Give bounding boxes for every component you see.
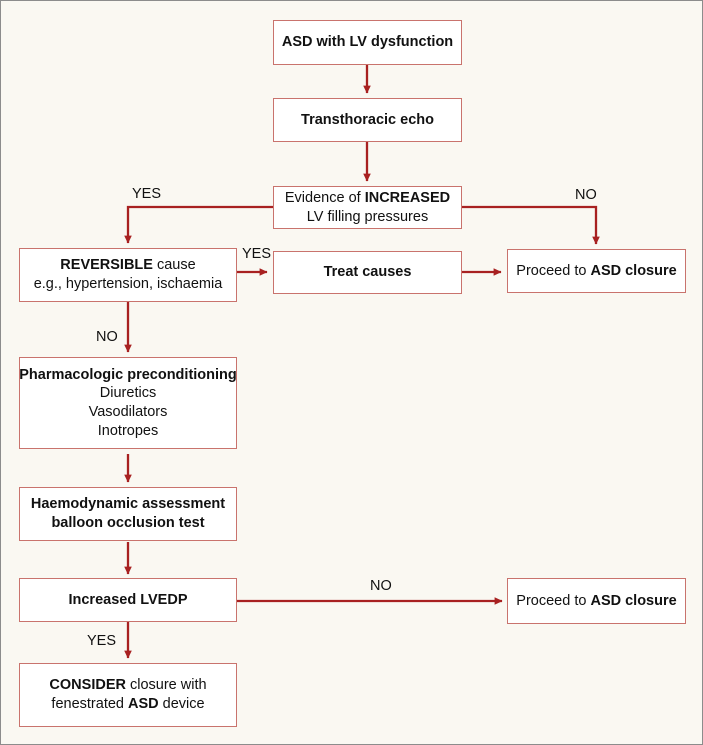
- node-haemodynamic-assessment[interactable]: Haemodynamic assessment balloon occlusio…: [19, 487, 237, 541]
- node-proceed-to-asd-closure-bottom[interactable]: Proceed to ASD closure: [507, 578, 686, 624]
- edge-label-no-filling-right: NO: [575, 187, 597, 203]
- node-line: CONSIDER closure with: [49, 677, 207, 694]
- node-treat-causes[interactable]: Treat causes: [273, 251, 462, 294]
- node-line: Evidence of INCREASED: [284, 189, 451, 206]
- node-line: Pharmacologic preconditioning: [19, 366, 237, 383]
- node-asd-with-lv-dysfunction[interactable]: ASD with LV dysfunction: [273, 20, 462, 65]
- edge-label-yes-filling-left: YES: [132, 186, 162, 202]
- edge-evidence-no: [462, 205, 600, 245]
- edge-label-no-reversible-down: NO: [96, 329, 118, 345]
- node-line: ASD with LV dysfunction: [281, 34, 454, 51]
- node-transthoracic-echo[interactable]: Transthoracic echo: [273, 98, 462, 142]
- node-line: e.g., hypertension, ischaemia: [33, 276, 223, 292]
- node-line: Haemodynamic assessment: [30, 496, 226, 513]
- node-increased-lvedp[interactable]: Increased LVEDP: [19, 578, 237, 622]
- node-line: Inotropes: [97, 422, 159, 439]
- node-line: Treat causes: [323, 264, 412, 281]
- node-line: fenestrated ASD device: [51, 696, 205, 712]
- node-proceed-to-asd-closure-top[interactable]: Proceed to ASD closure: [507, 249, 686, 293]
- edge-label-yes-reversible-right: YES: [242, 246, 272, 262]
- edge-evidence-yes: [124, 205, 273, 244]
- edge-label-no-lvedp-right: NO: [370, 578, 392, 594]
- node-reversible-cause[interactable]: REVERSIBLE cause e.g., hypertension, isc…: [19, 248, 237, 302]
- node-pharmacologic-preconditioning[interactable]: Pharmacologic preconditioning Diuretics …: [19, 357, 237, 449]
- node-line: balloon occlusion test: [51, 515, 205, 531]
- edge-label-yes-lvedp-down: YES: [87, 633, 117, 649]
- node-consider-fenestrated-asd-device[interactable]: CONSIDER closure with fenestrated ASD de…: [19, 663, 237, 727]
- node-line: Vasodilators: [88, 404, 168, 420]
- node-line: LV filling pressures: [306, 208, 429, 225]
- node-line: Transthoracic echo: [301, 111, 434, 128]
- node-line: Proceed to ASD closure: [516, 262, 677, 279]
- node-line: Diuretics: [99, 385, 157, 402]
- node-line: REVERSIBLE cause: [60, 257, 196, 274]
- node-line: Increased LVEDP: [68, 591, 188, 608]
- node-evidence-increased-lv-filling-pressures[interactable]: Evidence of INCREASED LV filling pressur…: [273, 186, 462, 229]
- node-line: Proceed to ASD closure: [516, 592, 677, 609]
